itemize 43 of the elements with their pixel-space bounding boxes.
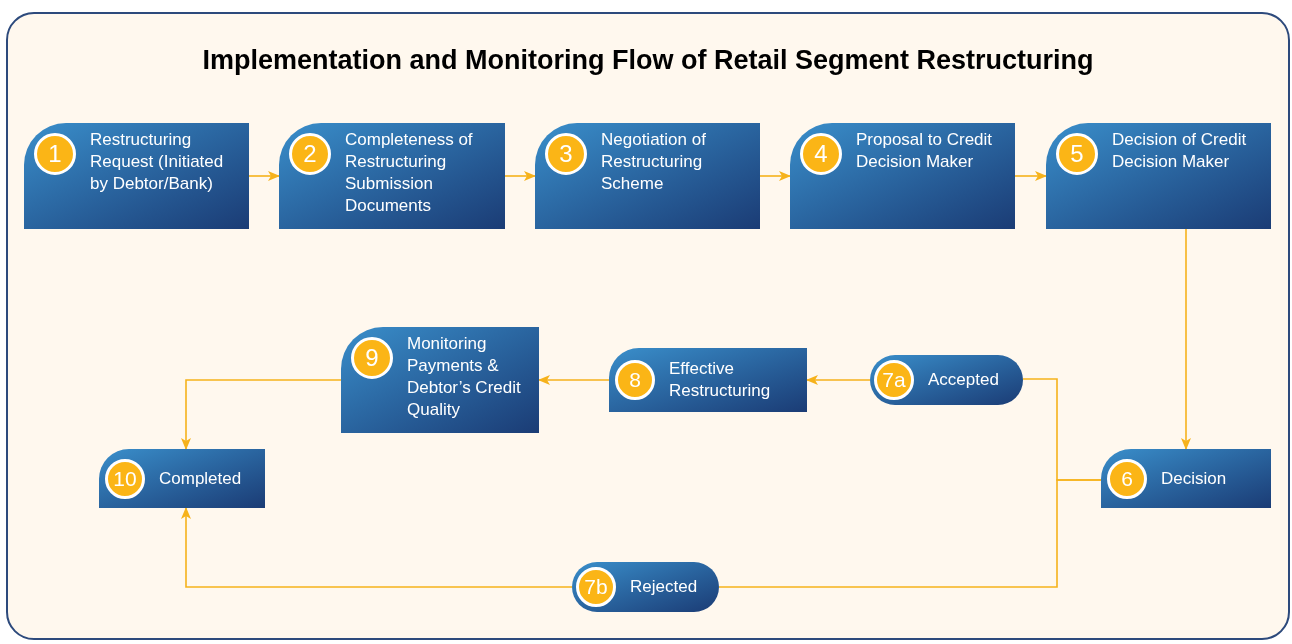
step-label: Completeness of Restructuring Submission Documents	[345, 129, 474, 217]
process-box	[99, 449, 265, 508]
step-label: Completed	[159, 467, 242, 490]
step-number-badge: 7b	[576, 567, 616, 607]
connector-arrow	[181, 507, 573, 588]
step-label: Monitoring Payments & Debtor’s Credit Quality	[407, 333, 522, 421]
process-box	[790, 123, 1015, 229]
outcome-pill	[572, 562, 719, 612]
step-number-badge: 2	[289, 133, 331, 175]
step-label: Restructuring Request (Initiated by Debtor/Bank)	[90, 129, 225, 195]
step-number-badge: 6	[1107, 458, 1147, 499]
step-label: Rejected	[630, 576, 698, 598]
connector-arrow	[538, 375, 610, 385]
step-number-badge: 9	[351, 337, 393, 379]
process-box	[24, 123, 249, 229]
diagram-title: Implementation and Monitoring Flow of Retail Segment Restructuring	[201, 44, 1095, 77]
process-box	[609, 348, 807, 412]
step-label: Accepted	[928, 369, 999, 391]
step-number-badge: 1	[34, 133, 76, 175]
outcome-pill	[870, 355, 1023, 405]
process-box	[341, 327, 539, 433]
process-box	[1101, 449, 1271, 508]
process-box	[535, 123, 760, 229]
connector-arrow	[248, 171, 280, 181]
connector-arrow	[1014, 171, 1047, 181]
step-number-badge: 5	[1056, 133, 1098, 175]
step-number-badge: 10	[105, 458, 145, 499]
step-number-badge: 8	[615, 360, 655, 400]
process-box	[1046, 123, 1271, 229]
step-label: Negotiation of Restructuring Scheme	[601, 129, 707, 195]
connector-arrow	[806, 375, 871, 385]
step-number-badge: 4	[800, 133, 842, 175]
step-label: Decision	[1161, 467, 1227, 490]
connector-arrow	[181, 379, 342, 450]
connector-arrow	[504, 171, 536, 181]
connector-arrow	[1181, 228, 1191, 450]
step-number-badge: 7a	[874, 360, 914, 400]
step-label: Effective Restructuring	[669, 358, 772, 402]
process-box	[279, 123, 505, 229]
step-number-badge: 3	[545, 133, 587, 175]
step-label: Decision of Credit Decision Maker	[1112, 129, 1248, 173]
connector-arrow	[759, 171, 791, 181]
step-label: Proposal to Credit Decision Maker	[856, 129, 994, 173]
